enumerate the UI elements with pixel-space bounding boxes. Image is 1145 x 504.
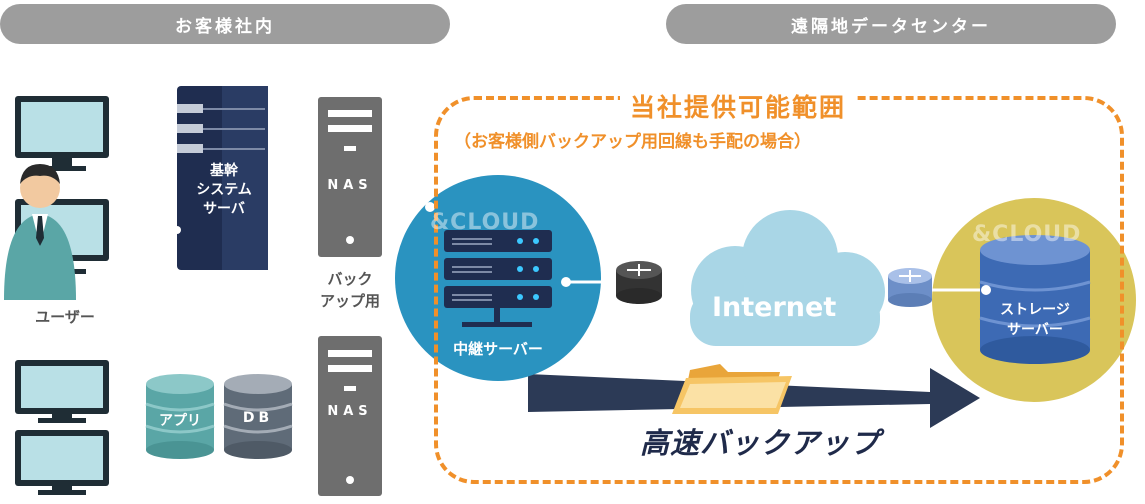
rack-server-icon xyxy=(173,86,268,270)
cloud-icon xyxy=(690,210,885,346)
monitor-icon xyxy=(15,430,109,495)
router-icon xyxy=(616,261,662,304)
storage-server-label: ストレージ サーバー xyxy=(1000,302,1070,338)
storage-cloud-tag: &CLOUD xyxy=(972,222,1082,247)
header-pill-customer: お客様社内 xyxy=(0,4,450,44)
router-icon xyxy=(888,268,932,307)
folder-icon xyxy=(672,364,792,414)
nas-tower-icon xyxy=(318,336,382,496)
db-label: DB xyxy=(242,410,274,426)
user-icon xyxy=(4,164,76,300)
rack-server-icon xyxy=(444,230,552,327)
database-icon xyxy=(979,235,1091,364)
relay-cloud-tag: &CLOUD xyxy=(430,210,540,235)
monitor-icon xyxy=(15,96,109,171)
database-icon xyxy=(145,374,215,459)
database-icon xyxy=(223,374,293,459)
backup-label: バック アップ用 xyxy=(319,270,380,310)
fast-backup-label: 高速バックアップ xyxy=(640,426,881,460)
user-label: ユーザー xyxy=(35,308,95,326)
internet-label: Internet xyxy=(712,292,837,323)
core-system-label: 基幹 システム サーバ xyxy=(196,163,252,217)
relay-server-label: 中継サーバー xyxy=(453,340,543,358)
app-label: アプリ xyxy=(159,413,201,429)
nas-bottom-label: NAS xyxy=(327,404,373,419)
header-pill-datacenter: 遠隔地データセンター xyxy=(666,4,1116,44)
scope-subtitle: （お客様側バックアップ用回線も手配の場合） xyxy=(454,132,811,152)
monitor-icon xyxy=(15,360,109,423)
nas-tower-icon xyxy=(318,97,382,257)
scope-title: 当社提供可能範囲 xyxy=(620,88,857,124)
nas-top-label: NAS xyxy=(327,178,373,193)
